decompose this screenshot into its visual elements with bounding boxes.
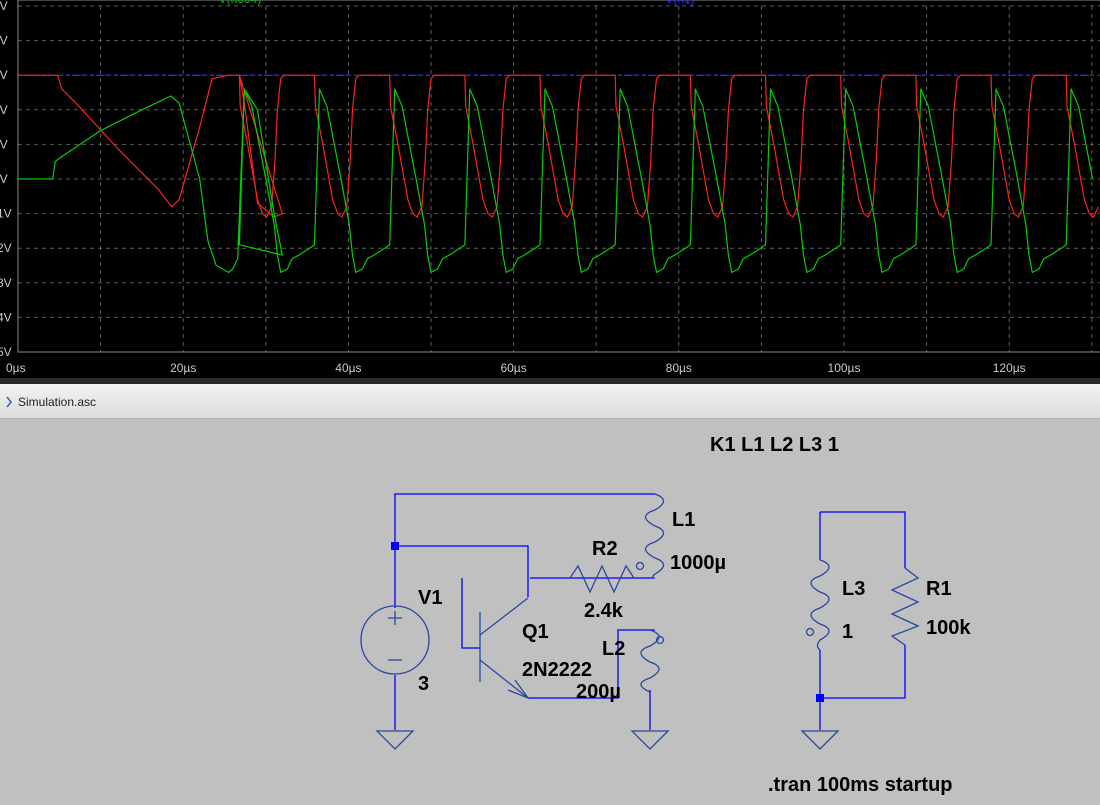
document-tab-bar: Simulation.asc	[0, 384, 1100, 419]
voltage-source-v1[interactable]	[360, 605, 430, 675]
tab-label: Simulation.asc	[18, 395, 97, 409]
tab-simulation[interactable]: Simulation.asc	[0, 390, 104, 414]
resistor-r1[interactable]	[890, 567, 920, 646]
y-tick-label: 5V	[0, 0, 8, 13]
trace-green[interactable]	[18, 88, 1094, 273]
r2-name[interactable]: R2	[592, 538, 618, 560]
resistor-r2[interactable]	[569, 564, 635, 594]
inductor-l3[interactable]	[805, 559, 830, 651]
directive-coupling[interactable]: K1 L1 L2 L3 1	[710, 434, 839, 456]
y-tick-label: 3V	[0, 68, 8, 82]
y-tick-label: -5V	[0, 345, 12, 359]
inductor-l1[interactable]	[635, 493, 665, 579]
l2-value[interactable]: 200µ	[576, 681, 621, 703]
schematic-canvas[interactable]: K1 L1 L2 L3 1 V1 3 Q1 2N2222 R2 2.4k L1 …	[0, 419, 1100, 805]
r2-value[interactable]: 2.4k	[584, 600, 624, 622]
q1-name[interactable]: Q1	[522, 621, 549, 643]
y-tick-label: 2V	[0, 103, 8, 117]
pane-divider[interactable]	[0, 378, 1100, 384]
wires[interactable]	[394, 493, 906, 730]
y-tick-label: 0V	[0, 172, 8, 186]
schematic-file-icon	[6, 396, 13, 408]
v1-name[interactable]: V1	[418, 587, 442, 609]
plot-frame	[17, 0, 1100, 353]
inductor-l2[interactable]	[640, 629, 665, 693]
trace-label[interactable]: V(n004)	[219, 0, 262, 6]
l3-name[interactable]: L3	[842, 578, 865, 600]
y-tick-label: 1V	[0, 137, 8, 151]
junction-dot	[816, 694, 824, 702]
l1-value[interactable]: 1000µ	[670, 552, 726, 574]
junction-dot	[391, 542, 399, 550]
x-tick-label: 40µs	[335, 361, 361, 375]
x-tick-label: 60µs	[500, 361, 526, 375]
trace-red[interactable]	[18, 74, 1099, 218]
v1-value[interactable]: 3	[418, 673, 429, 695]
r1-value[interactable]: 100k	[926, 617, 971, 639]
y-tick-label: -4V	[0, 310, 12, 324]
l1-name[interactable]: L1	[672, 509, 695, 531]
directive-tran[interactable]: .tran 100ms startup	[768, 774, 953, 796]
x-tick-label: 80µs	[666, 361, 692, 375]
x-tick-label: 20µs	[170, 361, 196, 375]
waveform-svg[interactable]: 5V 4V 3V 2V 1V 0V -1V -2V -3V -4V -5V 0µs 20µs 40µs 6…	[0, 0, 1100, 378]
y-tick-label: -1V	[0, 207, 12, 221]
y-tick-label: 4V	[0, 34, 8, 48]
y-tick-label: -2V	[0, 241, 12, 255]
x-tick-label: 100µs	[828, 361, 861, 375]
trace-label[interactable]: V(n1)	[665, 0, 694, 6]
waveform-plot[interactable]: 5V 4V 3V 2V 1V 0V -1V -2V -3V -4V -5V 0µs 20µs 40µs 6…	[0, 0, 1100, 378]
x-tick-label: 0µs	[6, 361, 26, 375]
r1-name[interactable]: R1	[926, 578, 952, 600]
x-tick-label: 120µs	[993, 361, 1026, 375]
ground-symbol	[375, 730, 840, 750]
l2-name[interactable]: L2	[602, 638, 625, 660]
transistor-q1[interactable]	[479, 597, 530, 700]
l3-value[interactable]: 1	[842, 621, 853, 643]
schematic-svg[interactable]: K1 L1 L2 L3 1 V1 3 Q1 2N2222 R2 2.4k L1 …	[0, 419, 1100, 805]
y-tick-label: -3V	[0, 276, 12, 290]
q1-model[interactable]: 2N2222	[522, 659, 592, 681]
